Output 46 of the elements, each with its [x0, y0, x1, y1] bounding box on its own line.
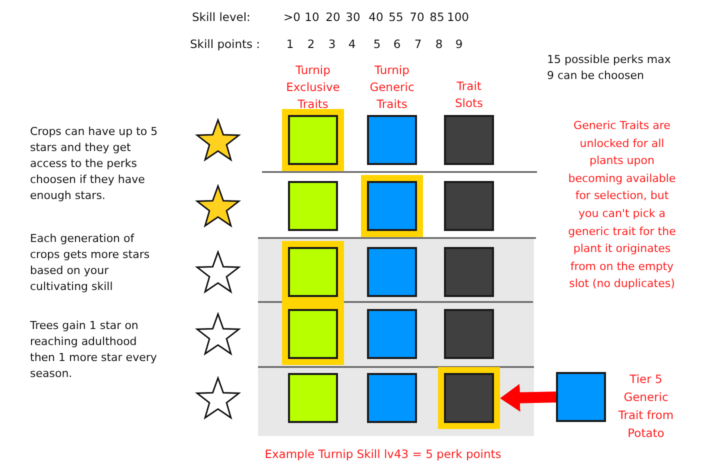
tick-value: 1 [285, 36, 295, 52]
arrow [500, 384, 556, 412]
highlighted-trait-square [361, 175, 423, 237]
tick-value: 8 [434, 36, 444, 52]
tick-value: 20 [324, 9, 342, 25]
tick-value: 10 [304, 9, 320, 25]
trait-square [444, 181, 494, 231]
column-header: Trait Slots [454, 78, 484, 112]
trait-square [367, 115, 417, 165]
trait-square [288, 373, 338, 423]
tick-value: 5 [372, 36, 382, 52]
tick-value: 6 [392, 36, 402, 52]
tick-value: 7 [413, 36, 423, 52]
paragraph: Each generation of crops gets more stars based on your cultivating skill [30, 231, 151, 295]
paragraph: Trees gain 1 star on reaching adulthood then 1 more star every season. [30, 318, 158, 382]
trait-square [444, 247, 494, 297]
tick-value: 4 [347, 36, 357, 52]
trait-square [367, 247, 417, 297]
trait-square [444, 115, 494, 165]
tick-value: 30 [344, 9, 362, 25]
tick-value: >0 [282, 9, 302, 25]
trait-square [444, 309, 494, 359]
tick-value: 9 [454, 36, 464, 52]
note-text: 15 possible perks max 9 can be choosen [547, 52, 672, 84]
note-text: Tier 5 Generic Trait from Potato [617, 371, 675, 442]
column-header: Turnip Exclusive Traits [285, 62, 341, 113]
note-text: Generic Traits are unlocked for all plants upon becoming available for selection, but you can't pick a generic trait for the plant it originates from on the empty slot (no duplicates) [567, 118, 677, 292]
highlighted-trait-square [282, 109, 344, 171]
highlighted-trait-square [282, 241, 344, 303]
tick-value: 3 [327, 36, 337, 52]
tick-value: 55 [388, 9, 404, 25]
trait-square [367, 309, 417, 359]
tick-value: 2 [306, 36, 316, 52]
axis-label: Skill points : [190, 36, 260, 52]
trait-square [367, 373, 417, 423]
trait-square [556, 372, 606, 422]
tick-value: 40 [368, 9, 384, 25]
tick-value: 70 [408, 9, 426, 25]
highlighted-trait-square [282, 303, 344, 365]
axis-label: Skill level: [192, 9, 250, 25]
caption-text: Example Turnip Skill lv43 = 5 perk points [264, 446, 502, 462]
trait-square [288, 181, 338, 231]
column-header: Turnip Generic Traits [368, 62, 416, 113]
paragraph: Crops can have up to 5 stars and they get access to the perks choosen if they have enough stars. [30, 124, 159, 204]
tick-value: 100 [446, 9, 470, 25]
highlighted-trait-square [438, 367, 500, 429]
